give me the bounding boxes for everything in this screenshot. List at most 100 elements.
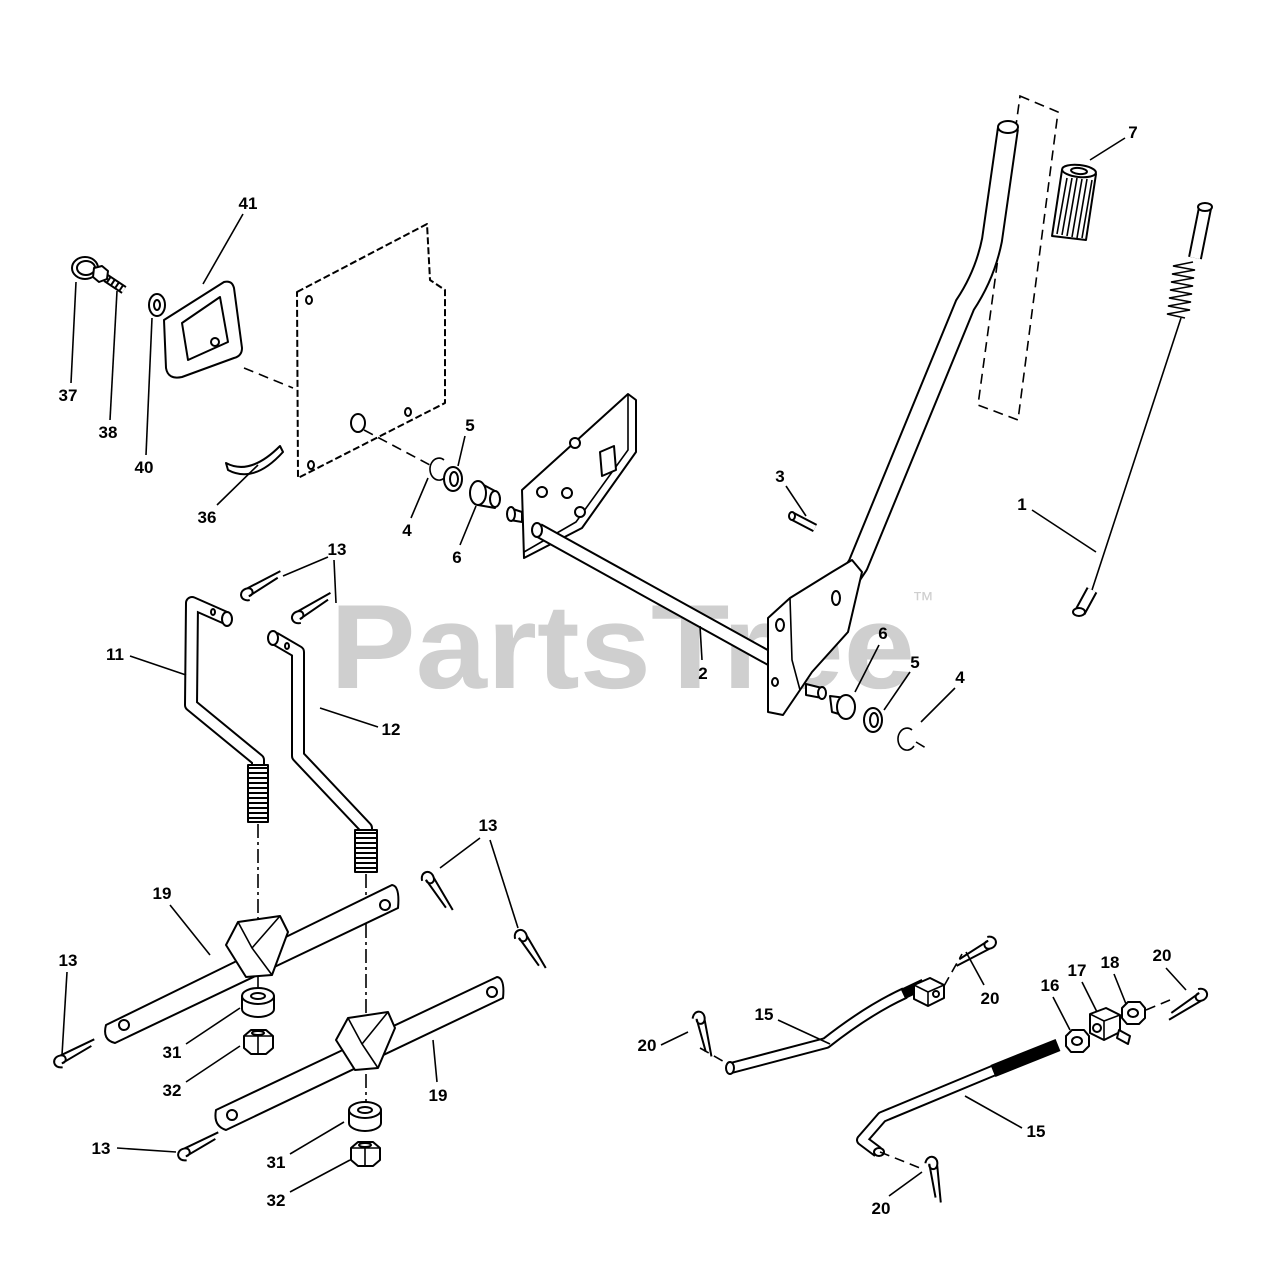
leader-line xyxy=(1052,996,1071,1031)
washer-inner xyxy=(449,471,459,487)
cable-end-top xyxy=(1197,202,1213,212)
part-13-hairpin-clip xyxy=(419,866,454,917)
callout-number: 11 xyxy=(106,645,124,664)
bushing-end xyxy=(489,490,501,508)
handle-outline xyxy=(830,126,1019,599)
bushing-flange xyxy=(836,694,856,720)
part-1-cable xyxy=(1072,202,1213,617)
callout-number: 13 xyxy=(92,1139,111,1158)
part-13-hairpin-clip xyxy=(236,570,286,603)
leader-line xyxy=(216,464,259,506)
part-13-hairpin-clip xyxy=(512,924,547,975)
part-40-washer xyxy=(148,293,166,317)
callout-number: 32 xyxy=(163,1081,182,1100)
part-38-bolt xyxy=(92,265,127,294)
callout-number: 13 xyxy=(59,951,78,970)
part-6-bushing-left xyxy=(469,480,501,509)
leader-line xyxy=(965,951,985,986)
callout-number: 1 xyxy=(1017,495,1026,514)
rod-trunnion-hole xyxy=(932,990,940,998)
leader-line xyxy=(854,644,880,693)
callout-number: 15 xyxy=(1027,1122,1046,1141)
callout-number: 4 xyxy=(955,668,965,687)
callout-number: 20 xyxy=(872,1199,891,1218)
bracket-hole xyxy=(210,337,220,347)
part-31-bushing xyxy=(241,987,275,1018)
part-19-lift-arm xyxy=(104,884,400,1044)
mounting-plate-boss xyxy=(350,413,366,433)
grip-top-hole xyxy=(1070,166,1088,176)
part-37-ring xyxy=(71,256,99,280)
part-15-rod-upper xyxy=(725,977,945,1075)
leader-line xyxy=(459,505,477,546)
callout-number: 6 xyxy=(878,624,887,643)
callout-number: 4 xyxy=(402,521,412,540)
leader-line xyxy=(185,1045,241,1083)
lift-bracket xyxy=(767,559,863,716)
nut-hole xyxy=(1127,1008,1139,1018)
part-6-bushing-right xyxy=(829,694,856,720)
leader-line xyxy=(145,317,153,456)
bolt-head xyxy=(92,265,109,283)
leader-line xyxy=(1113,973,1127,1005)
part-20-hairpin-clip xyxy=(951,934,1001,967)
block-hole xyxy=(1092,1023,1102,1033)
watermark-trademark: ™ xyxy=(912,587,934,612)
callout-number: 32 xyxy=(267,1191,286,1210)
stub-end xyxy=(506,506,516,522)
part-15-rod-lower xyxy=(856,1038,1061,1157)
leader-line xyxy=(185,1007,241,1045)
callout-number: 20 xyxy=(1153,946,1172,965)
pin-body xyxy=(790,513,817,531)
leader-line xyxy=(333,559,337,604)
leader-line xyxy=(61,971,68,1056)
assembly-axis-line xyxy=(879,1151,921,1169)
part-13-hairpin-clip xyxy=(50,1038,100,1070)
rod-body xyxy=(858,1066,997,1156)
part-19-lift-arm xyxy=(214,976,505,1131)
callout-number: 5 xyxy=(465,416,474,435)
cable-spring xyxy=(1166,261,1196,319)
callout-number: 15 xyxy=(755,1005,774,1024)
lift-bracket-hole xyxy=(771,677,779,687)
callout-number: 5 xyxy=(910,653,919,672)
leader-line xyxy=(888,1171,923,1197)
leader-line xyxy=(883,671,911,711)
washer-inner xyxy=(153,299,161,311)
pivot-plate-hole xyxy=(561,487,573,499)
callout-number: 20 xyxy=(638,1036,657,1055)
link-hole xyxy=(210,608,216,616)
leader-line xyxy=(1089,137,1126,161)
leader-line xyxy=(1165,967,1187,991)
leader-lines xyxy=(61,137,1187,1197)
part-3-pin xyxy=(788,511,818,532)
lift-arm-hole xyxy=(226,1109,238,1121)
block-pin xyxy=(1116,1029,1131,1045)
lift-bracket-bend xyxy=(789,597,801,691)
leader-line xyxy=(785,485,807,517)
callout-number: 3 xyxy=(775,467,784,486)
bushing-hole xyxy=(250,992,266,1000)
bushing-hole xyxy=(357,1106,373,1114)
rod-trunnion-edge xyxy=(913,984,945,1006)
part-20-hairpin-clip xyxy=(1162,986,1213,1021)
nut-edges xyxy=(351,1147,380,1166)
callout-number: 31 xyxy=(163,1043,182,1062)
callout-number: 13 xyxy=(479,816,498,835)
mounting-plate xyxy=(296,223,446,479)
mounting-plate-hole xyxy=(305,295,313,305)
leader-line xyxy=(202,213,244,285)
callout-number: 16 xyxy=(1041,976,1060,995)
part-13-hairpin-clip xyxy=(287,591,337,626)
leader-line xyxy=(699,625,703,661)
pin-end xyxy=(788,511,796,521)
assembly-axis-line xyxy=(915,741,927,749)
callout-number: 41 xyxy=(239,194,258,213)
bolt-thread xyxy=(106,276,125,292)
part-20-hairpin-clip xyxy=(918,1154,950,1204)
callout-number: 36 xyxy=(198,508,217,527)
link-thread-outline xyxy=(354,829,378,873)
callout-number: 19 xyxy=(153,884,172,903)
lift-arm-hole xyxy=(486,986,498,998)
